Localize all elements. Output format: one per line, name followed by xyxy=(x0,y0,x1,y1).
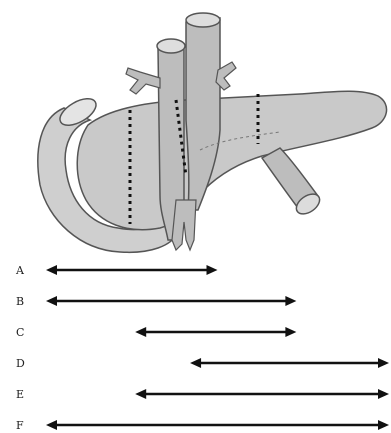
row-label: B xyxy=(16,295,24,308)
extent-row: A xyxy=(15,264,218,277)
extent-arrow-left-head xyxy=(46,420,57,430)
row-label: E xyxy=(16,388,24,401)
extent-arrow-right-head xyxy=(285,296,296,306)
vena-cava-top xyxy=(186,13,220,27)
extent-arrow-left-head xyxy=(46,265,57,275)
extent-row: C xyxy=(16,326,296,339)
pancreas xyxy=(77,91,386,229)
mesenteric-vessels xyxy=(172,200,196,250)
row-label: A xyxy=(15,264,25,277)
extent-arrow-right-head xyxy=(285,327,296,337)
extent-arrow-right-head xyxy=(378,420,389,430)
extent-arrow-left-head xyxy=(46,296,57,306)
extent-arrow-right-head xyxy=(207,265,218,275)
extent-row: B xyxy=(16,295,296,308)
vena-cava xyxy=(186,18,220,210)
resection-extent-rows: A B C D E F xyxy=(15,264,389,432)
extent-arrow-left-head xyxy=(190,358,201,368)
extent-row: D xyxy=(16,357,389,370)
extent-arrow-left-head xyxy=(135,327,146,337)
extent-arrow-right-head xyxy=(378,389,389,399)
anatomy-illustration xyxy=(38,13,387,252)
left-branch-vessel xyxy=(126,68,160,94)
portal-vein-top xyxy=(157,39,185,53)
row-label: C xyxy=(16,326,24,339)
extent-arrow-left-head xyxy=(135,389,146,399)
extent-arrow-right-head xyxy=(378,358,389,368)
extent-row: F xyxy=(16,419,389,432)
extent-row: E xyxy=(16,388,389,401)
row-label: F xyxy=(16,419,24,432)
row-label: D xyxy=(16,357,25,370)
